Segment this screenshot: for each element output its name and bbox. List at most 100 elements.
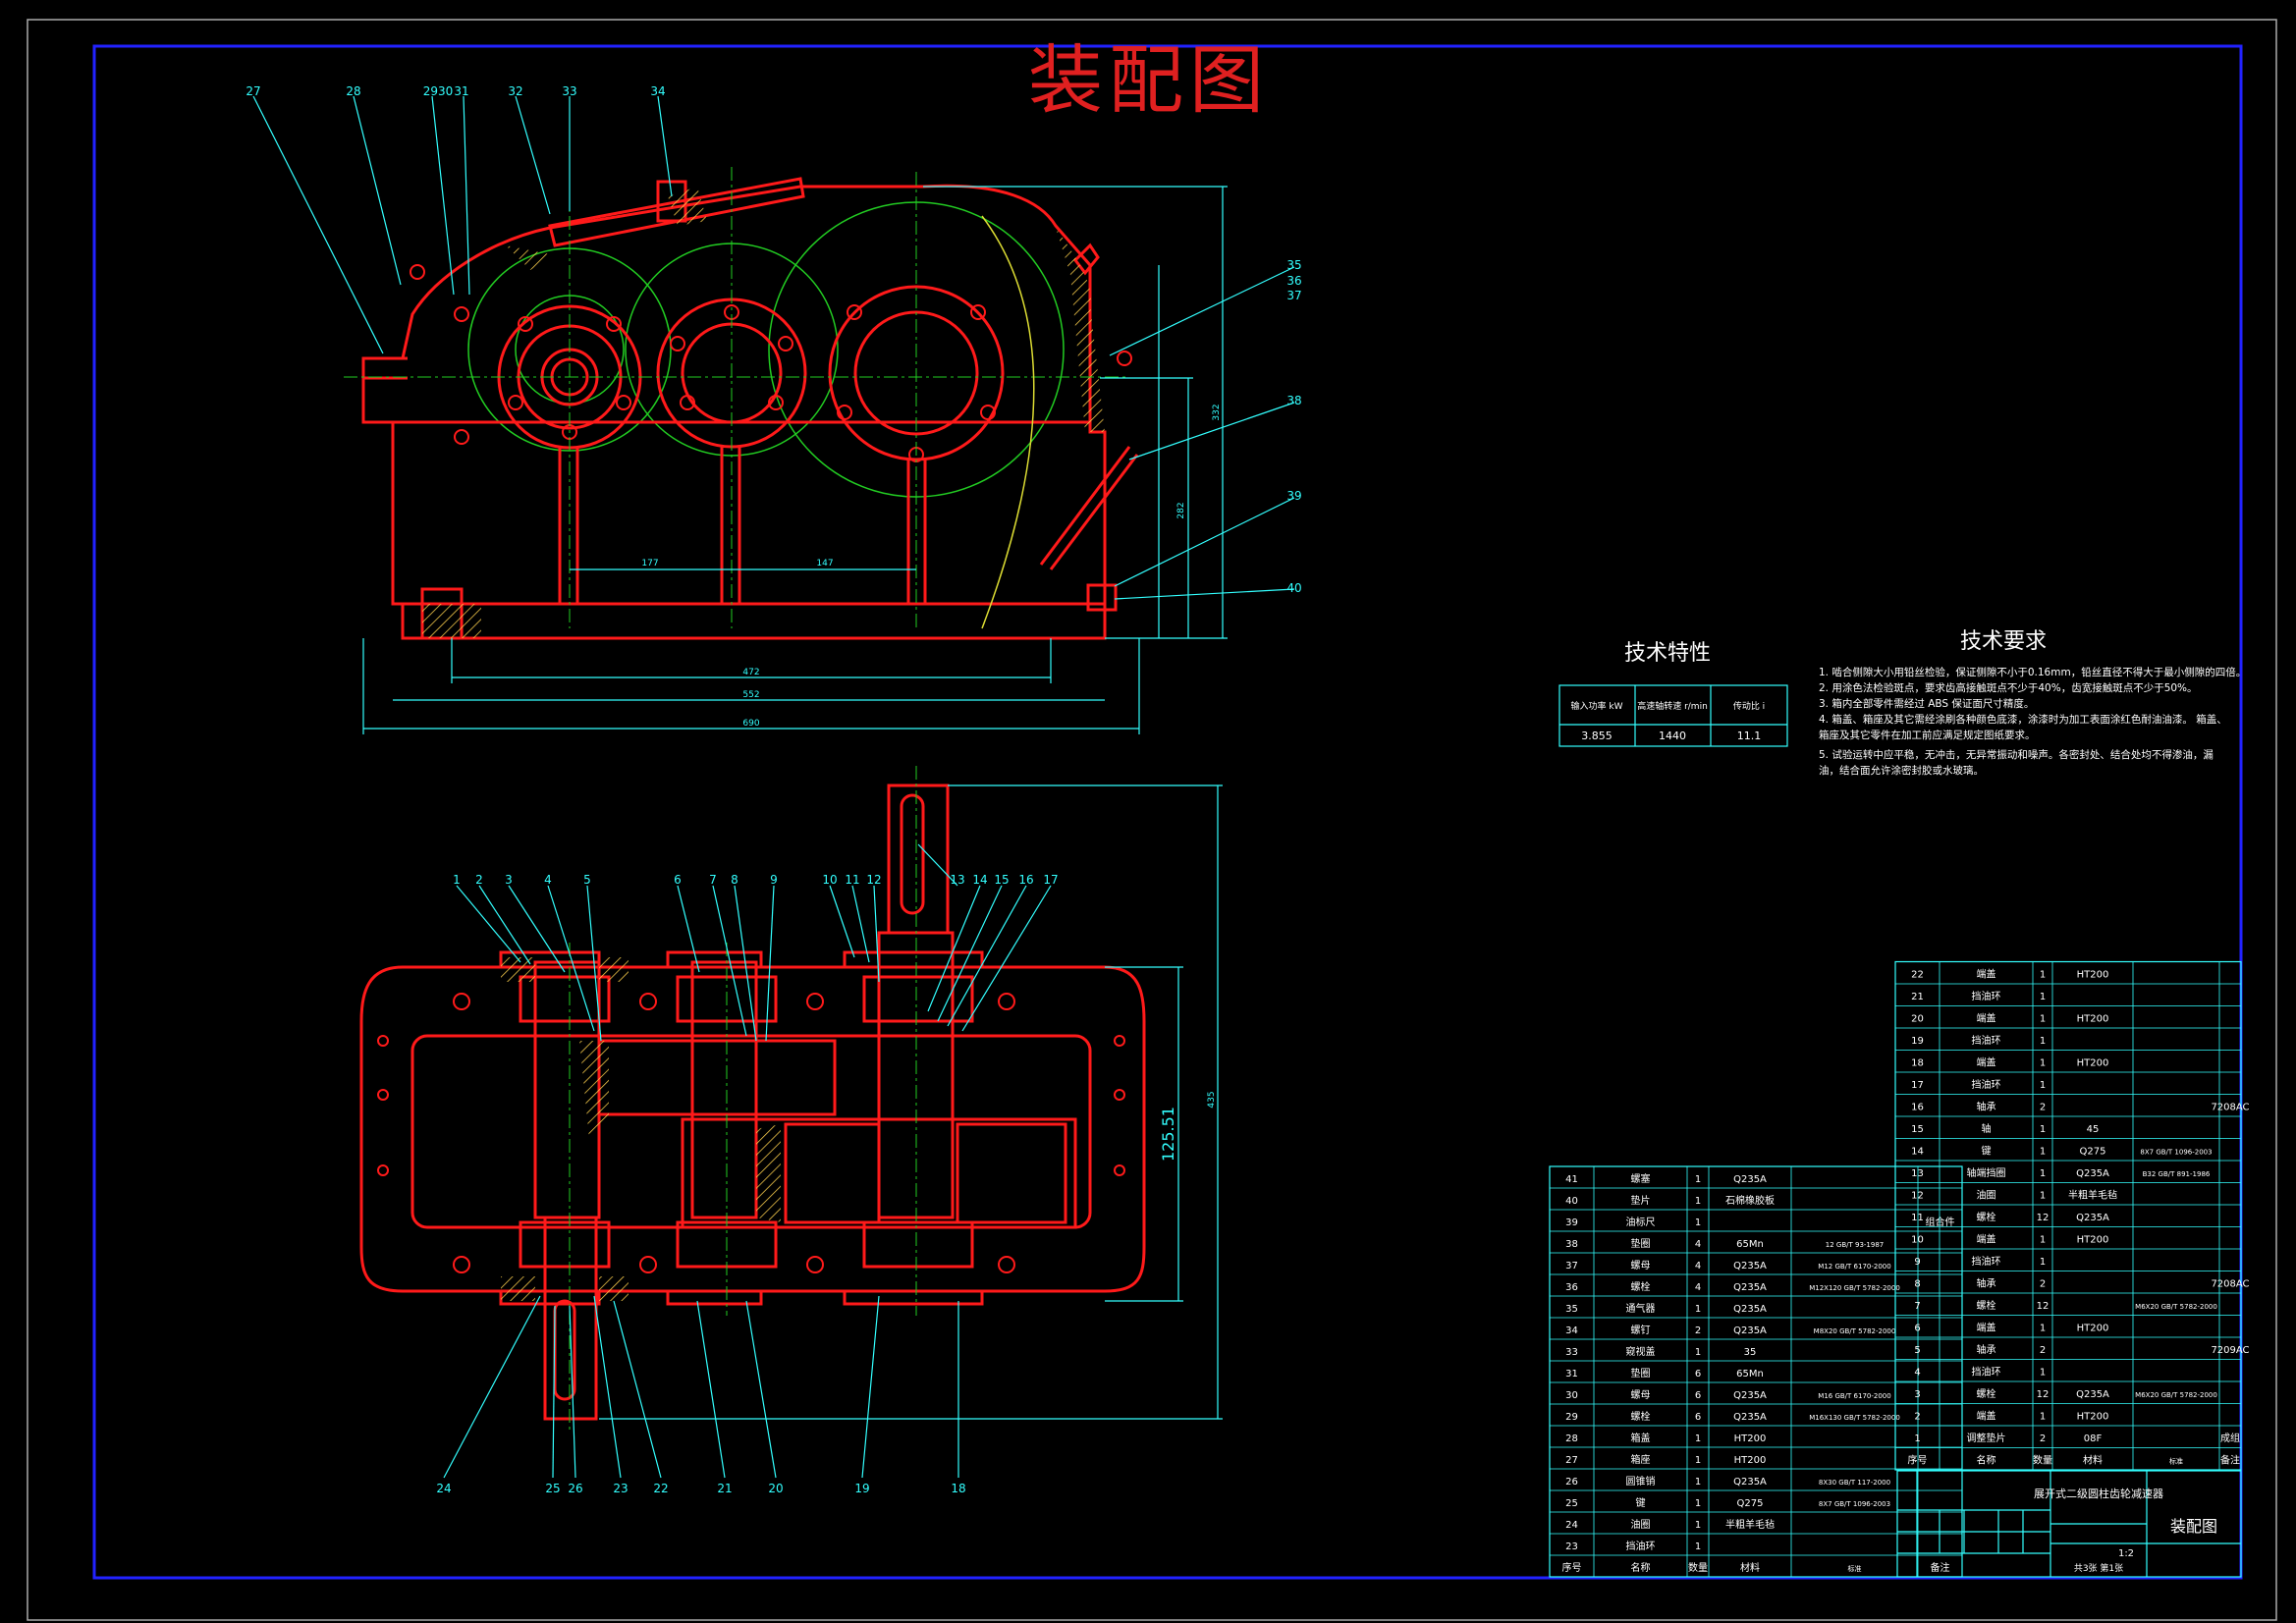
bom-cell: 螺栓 — [1631, 1280, 1651, 1293]
bom-cell: 挡油环 — [1626, 1540, 1656, 1552]
leader-7: 7 — [709, 873, 717, 887]
bom-cell: 圆锥销 — [1626, 1475, 1656, 1488]
bom-cell: 端盖 — [1977, 1012, 1996, 1025]
leader-17: 17 — [1043, 873, 1058, 887]
bom-cell: 12 — [1911, 1191, 1924, 1202]
leader-31: 31 — [454, 84, 468, 98]
bom-cell: M8X20 GB/T 5782-2000 — [1814, 1327, 1896, 1335]
bom-cell: Q235A — [1733, 1174, 1767, 1185]
leader-8: 8 — [731, 873, 738, 887]
bom-cell: 螺栓 — [1977, 1387, 1996, 1400]
bom-cell: 14 — [1911, 1147, 1924, 1158]
bom-footer-cell: 备注 — [1931, 1561, 1950, 1574]
bom-cell: 39 — [1565, 1217, 1578, 1228]
bom-cell: 65Mn — [1736, 1369, 1764, 1380]
bom-cell: 12 GB/T 93-1987 — [1826, 1241, 1884, 1249]
dim-282: 282 — [1176, 502, 1186, 518]
bom-cell: Q235A — [1733, 1412, 1767, 1423]
drawing-frame — [92, 44, 2243, 1580]
bom-footer-cell: 材料 — [2083, 1454, 2103, 1467]
leader-28: 28 — [346, 84, 360, 98]
dim-147: 147 — [816, 559, 833, 568]
bom-cell: 端盖 — [1977, 1233, 1996, 1246]
bom-cell: 7208AC — [2211, 1103, 2249, 1113]
bom-cell: 18 — [1911, 1058, 1924, 1069]
bom-cell: HT200 — [2077, 1235, 2109, 1246]
bom-cell: 8 — [1914, 1279, 1920, 1290]
requirement-line: 2. 用涂色法检验斑点，要求齿高接触斑点不少于40%，齿宽接触斑点不少于50%。 — [1819, 681, 2198, 694]
bom-cell: 28 — [1565, 1434, 1578, 1444]
bom-cell: 40 — [1565, 1196, 1578, 1207]
bom-cell: M6X20 GB/T 5782-2000 — [2135, 1303, 2217, 1311]
bom-cell: 1 — [1695, 1174, 1701, 1185]
bom-cell: 7209AC — [2211, 1345, 2249, 1356]
leader-9: 9 — [770, 873, 778, 887]
outer-sheet-border — [27, 19, 2277, 1621]
title-block: 展开式二级圆柱齿轮减速器 装配图 1:2 共3张 第1张 — [1896, 1470, 2242, 1578]
bom-cell: 16 — [1911, 1103, 1924, 1113]
bom-cell: 螺塞 — [1631, 1172, 1651, 1185]
bom-cell: 垫圈 — [1631, 1237, 1651, 1250]
leader-21: 21 — [717, 1482, 732, 1495]
bom-cell: 1 — [1695, 1520, 1701, 1531]
bom-cell: 轴 — [1982, 1122, 1992, 1135]
bom-cell: 1 — [1695, 1304, 1701, 1315]
leader-16: 16 — [1018, 873, 1033, 887]
dim-472: 472 — [742, 668, 759, 677]
bom-cell: 通气器 — [1626, 1302, 1656, 1315]
bom-cell: 12 — [2037, 1301, 2050, 1312]
scale: 1:2 — [2118, 1548, 2134, 1559]
bom-footer-cell: 名称 — [1977, 1454, 1996, 1467]
bom-cell: 螺栓 — [1631, 1410, 1651, 1423]
bom-cell: 10 — [1911, 1235, 1924, 1246]
dim-177: 177 — [641, 559, 658, 568]
dim-552: 552 — [742, 690, 759, 700]
bom-cell: 垫圈 — [1631, 1367, 1651, 1380]
bom-cell: Q235A — [2076, 1389, 2109, 1400]
bom-cell: 6 — [1914, 1324, 1920, 1334]
leader-5: 5 — [583, 873, 591, 887]
bom-cell: 20 — [1911, 1014, 1924, 1025]
bom-cell: 2 — [2040, 1434, 2046, 1444]
bom-cell: 1 — [1695, 1498, 1701, 1509]
bom-cell: 22 — [1911, 970, 1924, 981]
spec-title: 技术特性 — [1624, 641, 1711, 666]
dim-332: 332 — [1212, 404, 1222, 420]
bom-cell: 26 — [1565, 1477, 1578, 1488]
sheet-count: 共3张 第1张 — [2074, 1562, 2123, 1574]
bom-cell: 螺母 — [1631, 1389, 1651, 1401]
bom-cell: 5 — [1914, 1345, 1920, 1356]
requirement-line: 5. 试验运转中应平稳，无冲击，无异常振动和噪声。各密封处、结合处均不得渗油，漏 — [1819, 748, 2214, 761]
bom-cell: 挡油环 — [1972, 1366, 2001, 1379]
bom-footer-cell: 序号 — [1908, 1454, 1928, 1467]
bom-footer-cell: 数量 — [1688, 1561, 1708, 1574]
leader-34: 34 — [650, 84, 665, 98]
bom-cell: HT200 — [2077, 1058, 2109, 1069]
requirement-line: 油，结合面允许涂密封胶或水玻璃。 — [1819, 764, 1984, 777]
requirements: 技术要求 1. 啮合侧隙大小用铅丝检验，保证侧隙不小于0.16mm，铅丝直径不得… — [1819, 629, 2246, 777]
bom-cell: 9 — [1914, 1257, 1920, 1268]
bom-cell: 1 — [2040, 1036, 2046, 1047]
bom-cell: Q235A — [1733, 1304, 1767, 1315]
bom-cell: 油圈 — [1631, 1518, 1651, 1531]
bom-cell: 25 — [1565, 1498, 1578, 1509]
bom-cell: 34 — [1565, 1325, 1578, 1336]
bom-cell: 7 — [1914, 1301, 1920, 1312]
bom-cell: 箱盖 — [1631, 1432, 1651, 1444]
bom-cell: HT200 — [2077, 970, 2109, 981]
bom-cell: Q235A — [1733, 1325, 1767, 1336]
bom-cell: Q235A — [2076, 1213, 2109, 1223]
bom-cell: 1 — [1695, 1477, 1701, 1488]
bom-cell: 24 — [1565, 1520, 1578, 1531]
bom-cell: 8X7 GB/T 1096-2003 — [2140, 1149, 2212, 1157]
bom-cell: 轴承 — [1977, 1343, 1996, 1356]
bom-cell: 油圈 — [1977, 1189, 1996, 1202]
bom-cell: 36 — [1565, 1282, 1578, 1293]
bom-cell: Q235A — [1733, 1282, 1767, 1293]
bom-cell: 成组 — [2220, 1432, 2240, 1444]
bom-cell: 7208AC — [2211, 1279, 2249, 1290]
bom-border — [1549, 1165, 1963, 1578]
bom-cell: B32 GB/T 891-1986 — [2143, 1170, 2211, 1178]
